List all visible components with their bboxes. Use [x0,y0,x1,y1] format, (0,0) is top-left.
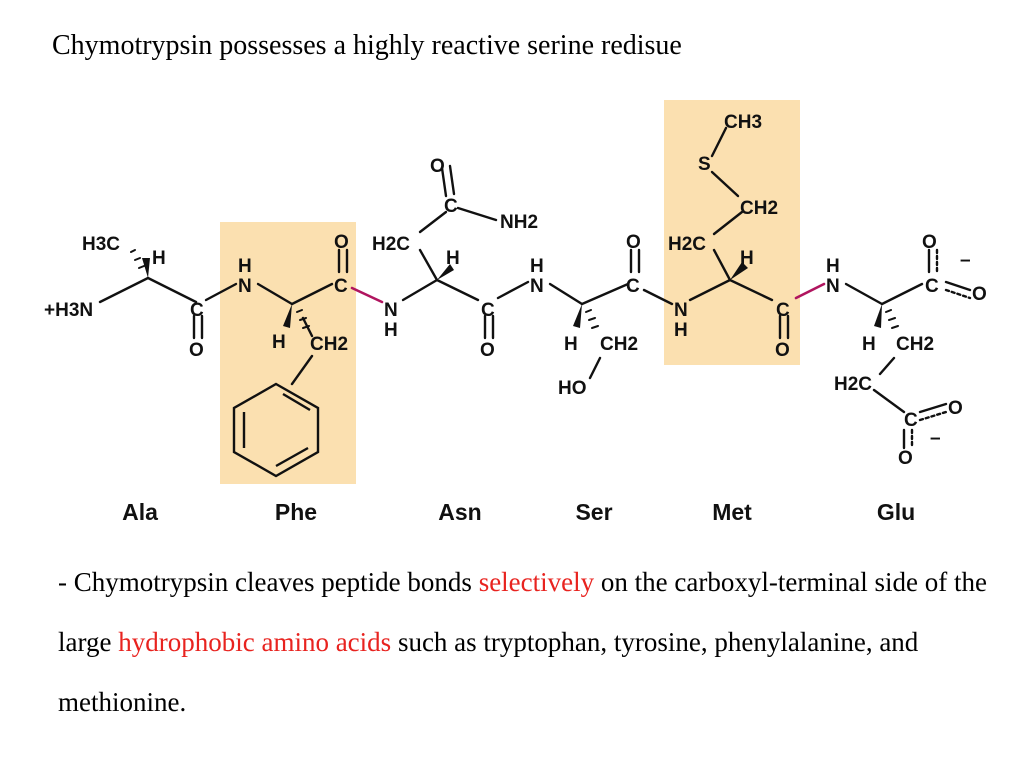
phenyl-ring [232,382,320,478]
slide-title: Chymotrypsin possesses a highly reactive… [52,30,682,61]
ser-ch2-label: CH2 [600,334,638,355]
phe-amide-h: H [238,256,252,277]
glu-carboxyl-o-top: O [922,232,937,253]
asn-alpha-h: H [446,248,460,269]
phe-alpha-h: H [272,332,286,353]
met-carbonyl-c: C [776,300,790,321]
residue-glu: Glu [877,499,915,525]
asn-carbonyl-c: C [481,300,495,321]
highlight-selectively: selectively [478,567,595,597]
met-ch3-label: CH3 [724,112,762,133]
residue-ala: Ala [122,499,158,525]
glu-amide-n: N [826,276,840,297]
phe-amide-n: N [238,276,252,297]
glu-carboxyl-o-right: O [972,284,987,305]
phe-ch2-label: CH2 [310,334,348,355]
paragraph-text-2: on the carboxyl-terminal side of the lar… [58,567,988,657]
asn-nh2-label: NH2 [500,212,538,233]
glu-carboxyl-charge: – [960,250,971,271]
ala-carbonyl-o: O [189,340,204,361]
phe-carbonyl-o: O [334,232,349,253]
asn-h2c-label: H2C [372,234,410,255]
met-alpha-h: H [740,248,754,269]
peptide-structure-diagram: +H3N H3C H C O H N O C H CH2 N H H2C H O… [44,100,987,525]
asn-side-o: O [430,156,445,177]
glu-ch2-label: CH2 [896,334,934,355]
residue-met: Met [712,499,752,525]
met-amide-h: H [674,320,688,341]
glu-side-o-right: O [948,398,963,419]
asn-carbonyl-o: O [480,340,495,361]
glu-carboxyl-c: C [925,276,939,297]
ala-methyl-label: H3C [82,234,120,255]
ser-amide-h: H [530,256,544,277]
met-sulfur-label: S [698,154,711,175]
scissile-bond-met [794,282,826,300]
asn-amide-n: N [384,300,398,321]
asn-side-c: C [444,196,458,217]
paragraph-text-3: such as tryptophan, tyrosine, phenylalan… [58,627,919,717]
ala-carbonyl-c: C [190,300,204,321]
paragraph-text-1: - Chymotrypsin cleaves peptide bonds [58,567,479,597]
met-carbonyl-o: O [775,340,790,361]
met-highlight-box [664,100,800,365]
ser-amide-n: N [530,276,544,297]
met-amide-n: N [674,300,688,321]
ser-carbonyl-c: C [626,276,640,297]
glu-amide-h: H [826,256,840,277]
ser-hydroxyl-label: HO [558,378,587,399]
ala-h-label: H [152,248,166,269]
ser-carbonyl-o: O [626,232,641,253]
residue-ser: Ser [575,499,612,525]
scissile-bond-phe [350,286,384,304]
highlight-hydrophobic: hydrophobic amino acids [118,627,392,657]
residue-asn: Asn [438,499,481,525]
glu-side-c: C [904,410,918,431]
glu-side-o-bottom: O [898,448,913,469]
glu-side-charge: – [930,428,941,449]
phe-carbonyl-c: C [334,276,348,297]
ser-alpha-h: H [564,334,578,355]
n-terminus-label: +H3N [44,300,93,321]
asn-amide-h: H [384,320,398,341]
explanation-paragraph: - Chymotrypsin cleaves peptide bonds sel… [58,552,988,732]
residue-phe: Phe [275,499,317,525]
met-ch2-label: CH2 [740,198,778,219]
phe-highlight-box [220,222,356,484]
met-h2c-label: H2C [668,234,706,255]
glu-h2c-label: H2C [834,374,872,395]
glu-alpha-h: H [862,334,876,355]
